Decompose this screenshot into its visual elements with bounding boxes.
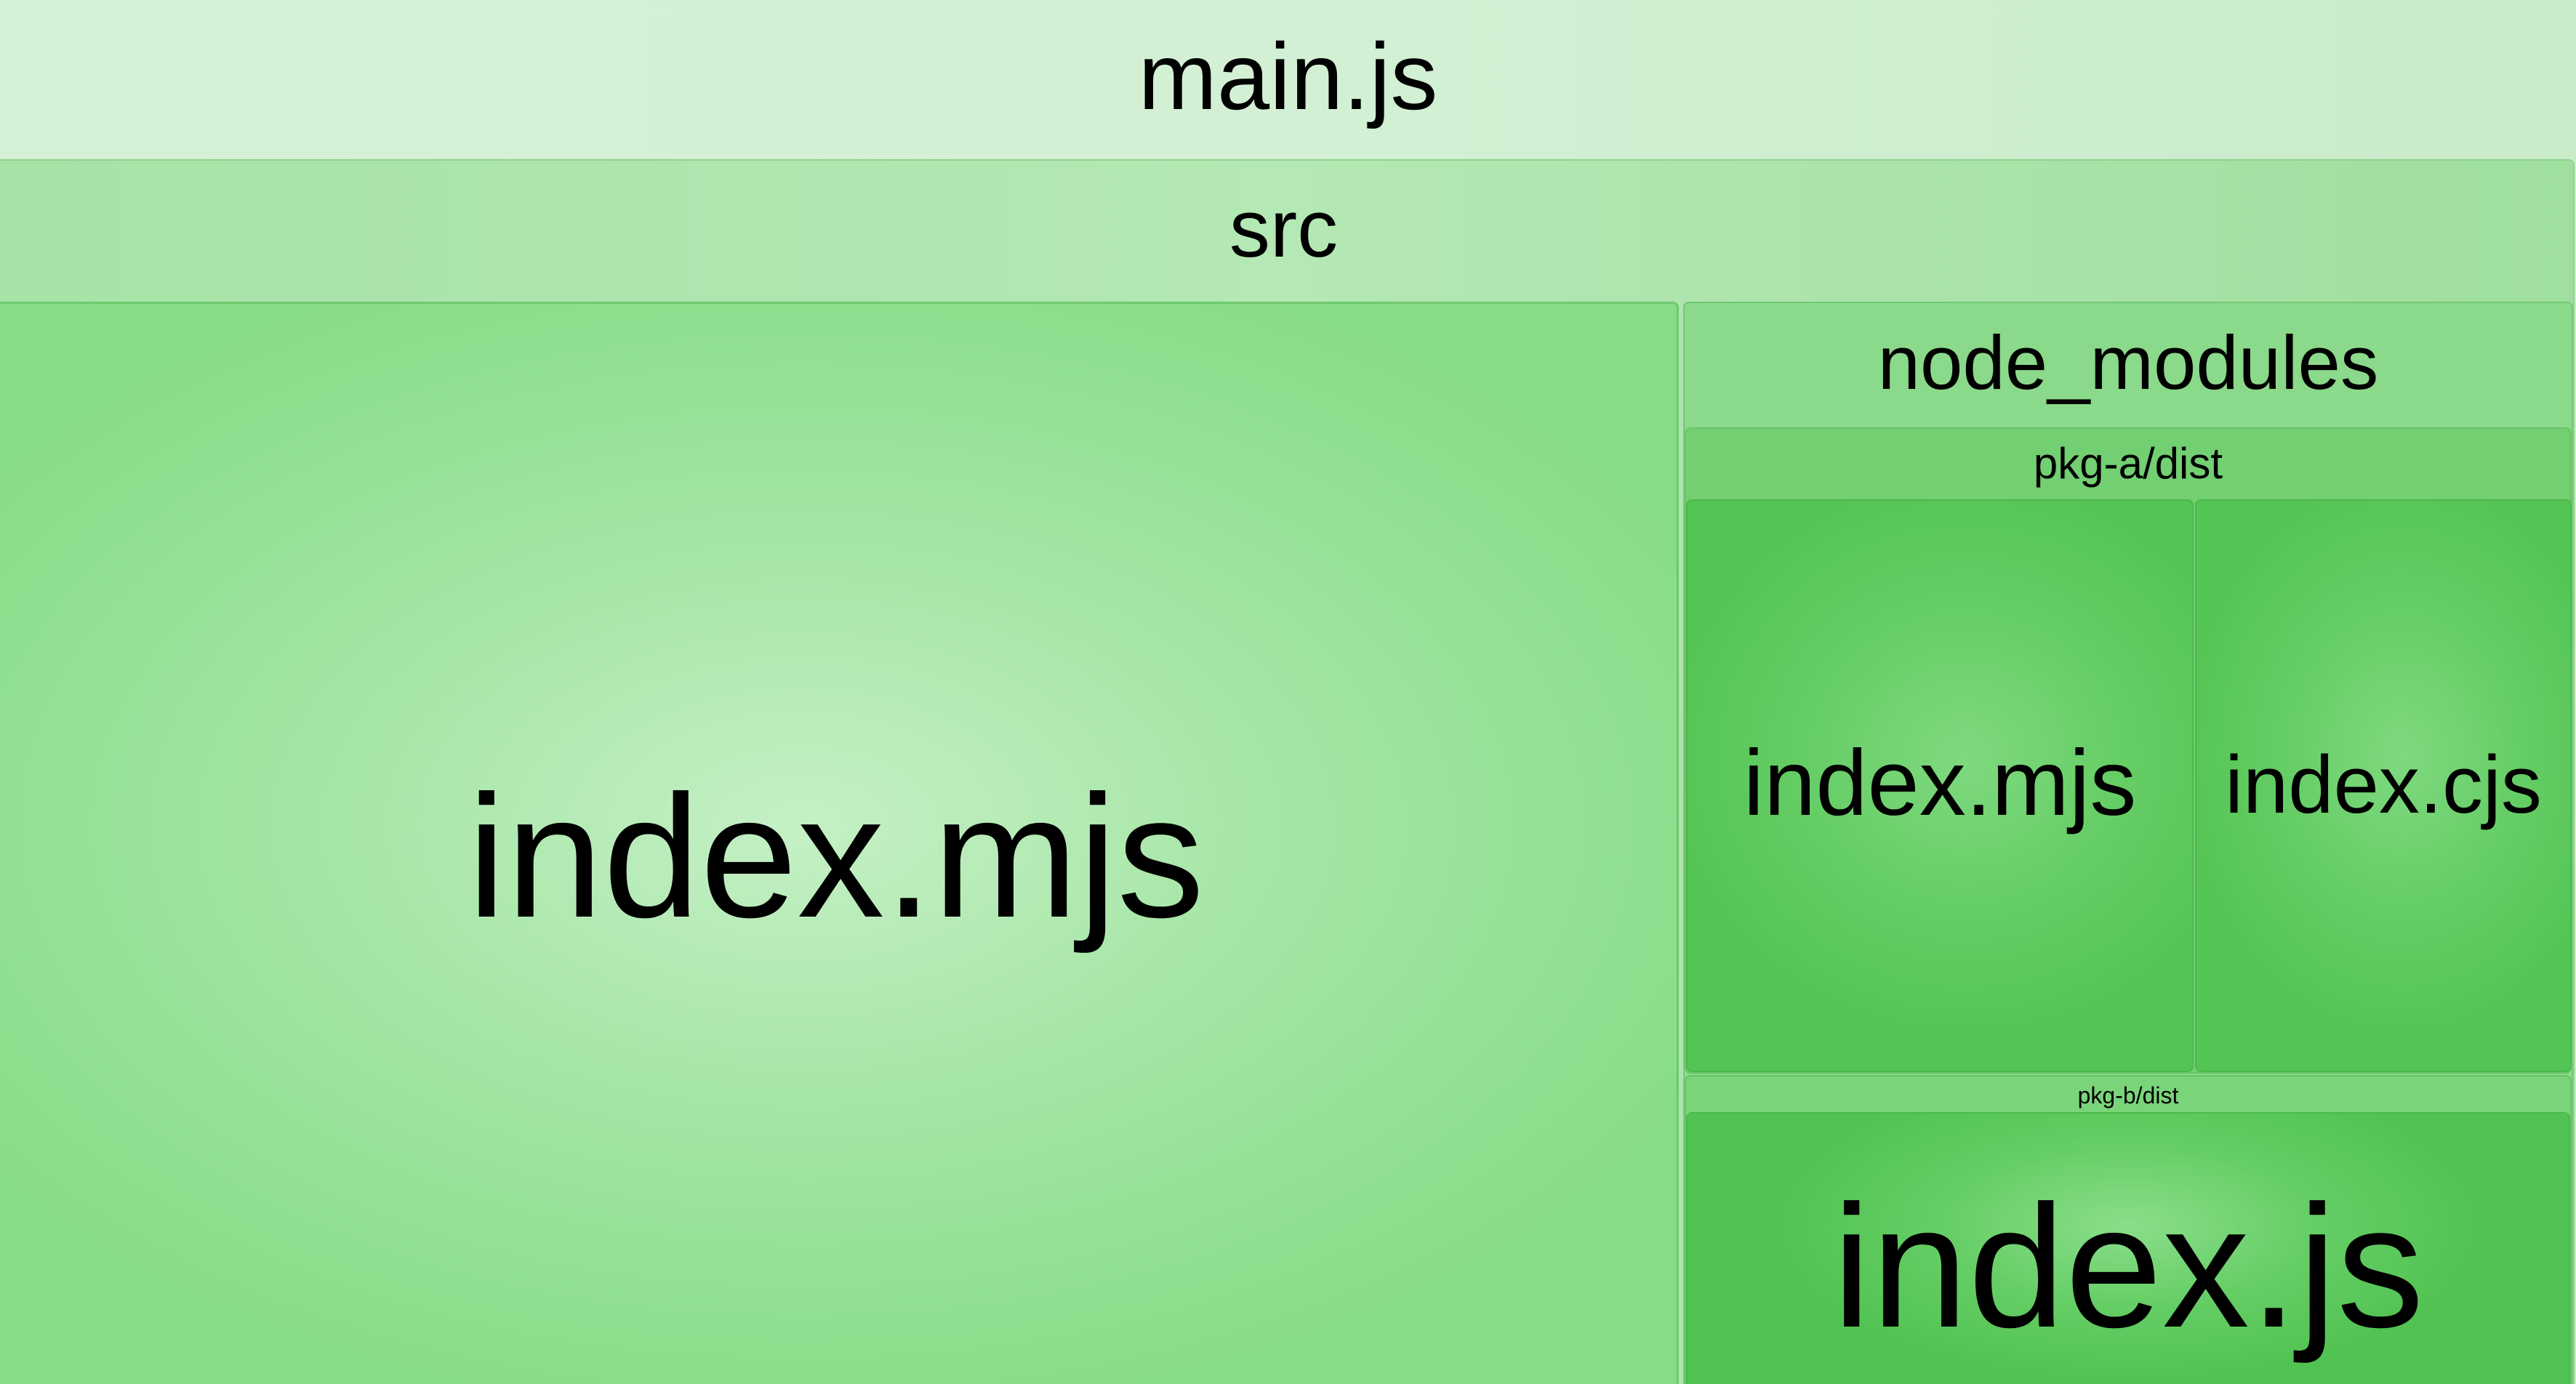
node-label: index.cjs — [2225, 739, 2542, 830]
node-label: src — [1229, 183, 1339, 274]
treemap-node-src-index-mjs[interactable]: index.mjs — [0, 302, 1679, 1384]
treemap-node-pkg-a-index-mjs[interactable]: index.mjs — [1686, 499, 2194, 1072]
node-label: pkg-a/dist — [2033, 439, 2223, 488]
treemap-node-pkg-b-index-js[interactable]: index.js — [1686, 1112, 2570, 1384]
treemap-node-pkg-a-index-cjs[interactable]: index.cjs — [2195, 499, 2572, 1072]
node-label: main.js — [1138, 23, 1438, 129]
node-label: pkg-b/dist — [2077, 1082, 2179, 1109]
node-label: index.js — [1832, 1169, 2424, 1364]
node-label: index.mjs — [1743, 731, 2137, 835]
node-label: node_modules — [1877, 321, 2379, 406]
node-label: index.mjs — [467, 759, 1205, 954]
